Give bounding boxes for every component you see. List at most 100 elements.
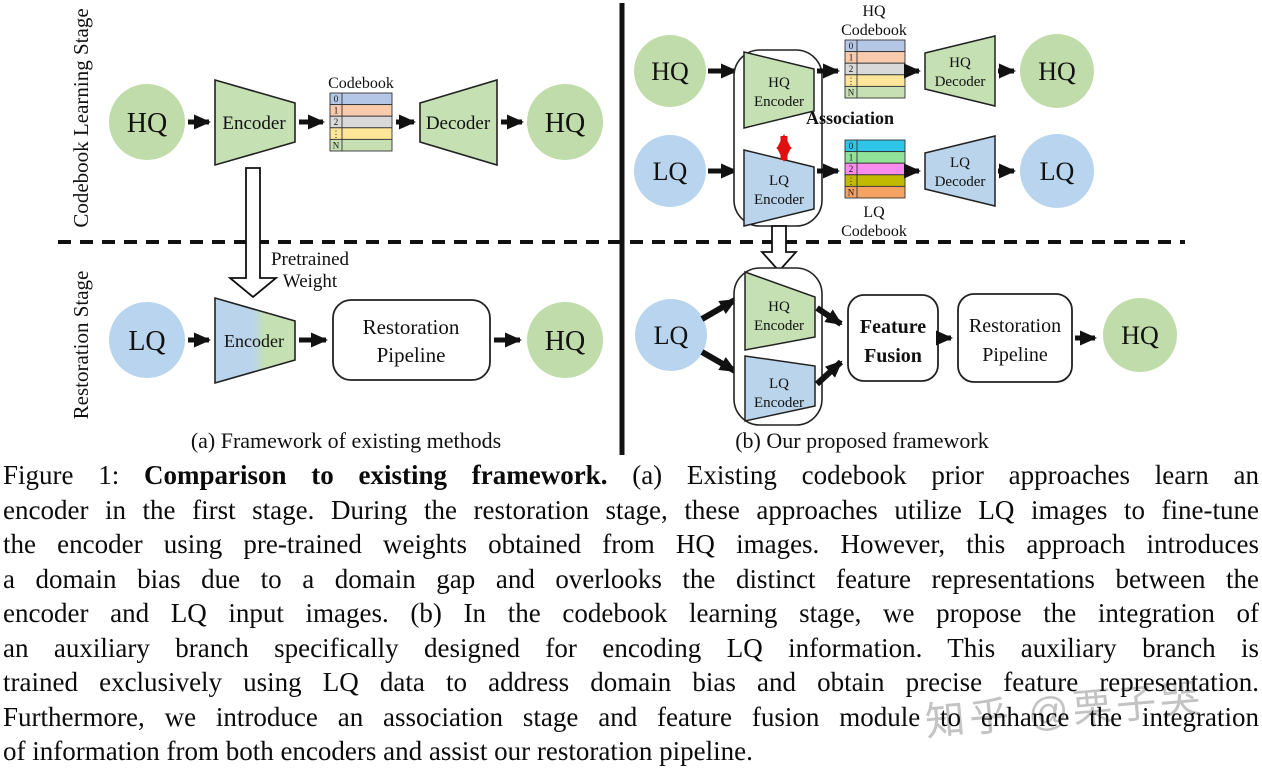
svg-text:2: 2 [849,164,854,174]
association-label: Association [806,108,894,128]
a-restoration-pipeline-box [332,299,491,381]
a-hq-output-label: HQ [545,108,585,139]
a-codebook-table: 0 1 2 ⋮ N [329,92,393,152]
arrow [700,349,737,374]
svg-text:0: 0 [334,94,339,104]
a-lq-input-circle [109,302,185,378]
stage-label-restoration: Restoration Stage [69,271,93,420]
stage-label-codebook-learning: Codebook Learning Stage [69,8,93,227]
b2-lq-input-circle [635,299,707,371]
panel-b-caption: (b) Our proposed framework [735,428,989,453]
caption-line-5: encoder and LQ input images. (b) In the … [3,598,1259,628]
a-hq-result-label: HQ [545,326,585,357]
svg-text:⋮: ⋮ [847,76,856,86]
b-hq-decoder-label-2: Decoder [935,74,986,90]
b2-restoration-pipeline-label-1: Restoration [969,315,1061,337]
pretrained-weight-label-1: Pretrained [271,249,350,270]
b-hq-output-circle [1020,34,1094,108]
svg-text:1: 1 [849,53,854,63]
a-restoration-pipeline-label-1: Restoration [363,315,460,339]
b-lq-output-circle [1020,134,1094,208]
b2-lq-encoder-label-2: Encoder [754,395,804,411]
a-codebook-title: Codebook [328,75,394,92]
caption-line-4: a domain bias due to a domain gap and ov… [3,563,1259,594]
feature-fusion-label-2: Fusion [864,345,922,367]
b-lq-codebook-table: 0 1 2 ⋮ N [844,139,906,199]
caption-line-1-rest: (a) Existing codebook prior approaches l… [607,460,1259,490]
caption-line-2: encoder in the first stage. During the r… [3,494,1259,525]
b-lq-encoder-label-1: LQ [769,173,789,189]
caption-line-1: Figure 1: Comparison to existing framewo… [3,458,1259,493]
b-lq-input-circle [634,135,706,207]
b-lq-input-label: LQ [653,157,688,186]
b2-hq-result-circle [1103,298,1177,372]
b-hq-codebook-title-1: HQ [862,3,886,20]
b2-restoration-pipeline-box [957,293,1073,383]
svg-text:1: 1 [849,153,854,163]
caption-figure-number: Figure 1: [3,460,144,490]
a-hq-result-circle [527,302,603,378]
b-hq-encoder-label-1: HQ [768,75,790,91]
a-finetuned-encoder-label: Encoder [224,331,284,351]
a-lq-input-label: LQ [128,326,165,357]
b-lq-codebook-title-2: Codebook [841,223,907,240]
b-lq-output-label: LQ [1040,157,1075,186]
a-hq-input-label: HQ [127,108,167,139]
svg-text:0: 0 [849,141,854,151]
a-encoder-shape [214,78,296,167]
caption-line-7: trained exclusively using LQ data to add… [3,667,1259,697]
a-hq-input-circle [109,84,185,160]
svg-text:⋮: ⋮ [847,176,856,186]
b-hq-codebook-table: 0 1 2 ⋮ N [844,39,906,99]
feature-fusion-box [847,294,939,382]
b-hq-encoder-shape [743,51,815,129]
b2-lq-encoder-shape [744,355,816,422]
b-hq-input-label: HQ [651,57,689,86]
b-hq-codebook-title-2: Codebook [841,22,907,39]
figure-caption: Figure 1: Comparison to existing framewo… [3,458,1259,769]
b-lq-decoder-label-2: Decoder [935,174,986,190]
b-hq-encoder-label-2: Encoder [754,94,804,110]
caption-line-6: an auxiliary branch specifically designe… [3,632,1259,663]
svg-text:2: 2 [849,64,854,74]
b2-hq-encoder-label-2: Encoder [754,318,804,334]
svg-text:N: N [333,140,340,150]
feature-fusion-label-1: Feature [860,316,926,338]
b2-lq-input-label: LQ [654,321,689,350]
b2-hq-result-label: HQ [1121,321,1159,350]
a-hq-output-circle [527,84,603,160]
figure-diagram: Codebook Learning Stage Restoration Stag… [58,3,1185,455]
arrow [815,305,843,327]
b-hq-input-circle [634,35,706,107]
a-decoder-label: Decoder [426,113,491,134]
b-lq-codebook-title-1: LQ [863,204,885,221]
svg-text:N: N [848,187,855,197]
b-hq-decoder-shape [924,35,996,107]
b-hq-output-label: HQ [1038,57,1076,86]
b2-restoration-pipeline-label-2: Pipeline [982,344,1048,366]
a-finetuned-encoder-shape [214,296,296,385]
b2-hq-encoder-shape [744,270,816,351]
a-decoder-shape [419,78,498,167]
encoder-transfer-arrow [759,225,799,273]
pretrained-weight-label-2: Weight [283,271,338,292]
arrow [700,297,737,322]
svg-text:N: N [848,87,855,97]
b2-hq-encoder-label-1: HQ [768,299,790,315]
svg-text:2: 2 [334,117,339,127]
b-lq-decoder-shape [924,135,996,207]
panel-a-caption: (a) Framework of existing methods [191,428,501,453]
b-hq-decoder-label-1: HQ [949,55,971,71]
caption-title-bold: Comparison to existing framework. [144,460,608,490]
svg-text:1: 1 [334,106,339,116]
pretrained-weight-arrow [227,167,279,299]
b-lq-encoder-label-2: Encoder [754,192,804,208]
svg-text:⋮: ⋮ [332,129,341,139]
svg-text:0: 0 [849,41,854,51]
caption-line-8: Furthermore, we introduce an association… [3,701,1259,732]
caption-line-3: the encoder using pre-trained weights ob… [3,529,1259,559]
b-lq-decoder-label-1: LQ [950,155,970,171]
caption-line-9: of information from both encoders and as… [3,736,753,766]
a-encoder-label: Encoder [222,113,286,134]
b2-lq-encoder-label-1: LQ [769,376,789,392]
